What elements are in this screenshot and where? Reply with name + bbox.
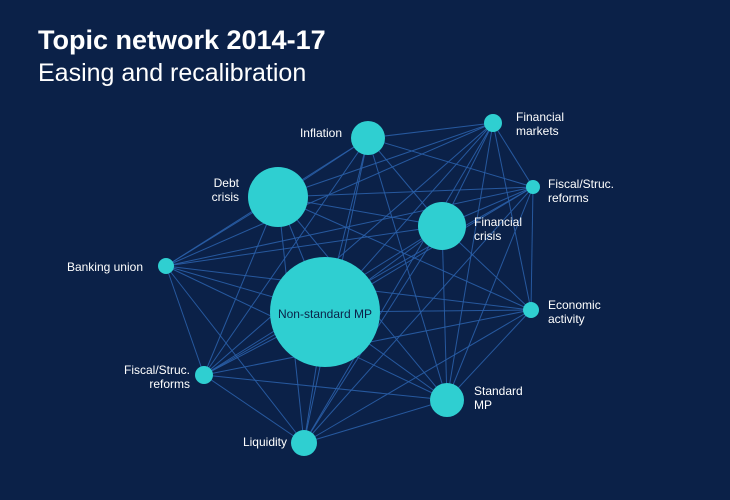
node-non-standard-mp (270, 257, 380, 367)
node-banking-union (158, 258, 174, 274)
node-label-fiscal-reforms-right: Fiscal/Struc.reforms (548, 177, 614, 205)
edge-inflation-fiscal-reforms-right (367, 137, 534, 188)
node-label-banking-union: Banking union (67, 260, 143, 274)
node-debt-crisis (248, 167, 308, 227)
edge-financial-markets-fiscal-reforms-left (203, 122, 494, 376)
page-title: Topic network 2014-17 (38, 25, 326, 55)
page-subtitle: Easing and recalibration (38, 59, 307, 87)
node-label-liquidity: Liquidity (243, 435, 287, 449)
edge-banking-union-liquidity (165, 265, 305, 444)
edge-financial-markets-fiscal-reforms-right (492, 122, 534, 188)
edge-financial-markets-debt-crisis (277, 122, 494, 198)
edge-fiscal-reforms-left-standard-mp (203, 374, 448, 401)
edge-debt-crisis-fiscal-reforms-left (203, 196, 279, 376)
node-label-non-standard-mp: Non-standard MP (278, 307, 372, 321)
node-label-inflation: Inflation (300, 126, 342, 140)
node-fiscal-reforms-left (195, 366, 213, 384)
edge-economic-activity-liquidity (303, 309, 532, 444)
node-fiscal-reforms-right (526, 180, 540, 194)
edge-financial-crisis-banking-union (165, 225, 443, 267)
edge-financial-markets-liquidity (303, 122, 494, 444)
header: Topic network 2014-17 Easing and recalib… (38, 24, 326, 90)
edge-financial-markets-economic-activity (492, 122, 532, 311)
node-economic-activity (523, 302, 539, 318)
edge-banking-union-fiscal-reforms-left (165, 265, 205, 376)
edge-debt-crisis-fiscal-reforms-right (277, 186, 534, 198)
edge-fiscal-reforms-right-standard-mp (446, 186, 534, 401)
node-standard-mp (430, 383, 464, 417)
node-financial-markets (484, 114, 502, 132)
edge-financial-crisis-standard-mp (441, 225, 448, 401)
node-financial-crisis (418, 202, 466, 250)
edge-fiscal-reforms-left-liquidity (203, 374, 305, 444)
edge-fiscal-reforms-right-banking-union (165, 186, 534, 267)
edge-standard-mp-liquidity (303, 399, 448, 444)
node-liquidity (291, 430, 317, 456)
edge-inflation-financial-markets (367, 122, 494, 139)
node-inflation (351, 121, 385, 155)
node-layer (158, 114, 540, 456)
edge-economic-activity-standard-mp (446, 309, 532, 401)
edge-fiscal-reforms-right-liquidity (303, 186, 534, 444)
edge-fiscal-reforms-right-economic-activity (530, 186, 534, 311)
edge-inflation-fiscal-reforms-left (203, 137, 369, 376)
edge-financial-markets-standard-mp (446, 122, 494, 401)
edge-inflation-standard-mp (367, 137, 448, 401)
node-label-fiscal-reforms-left: Fiscal/Struc.reforms (124, 363, 190, 391)
